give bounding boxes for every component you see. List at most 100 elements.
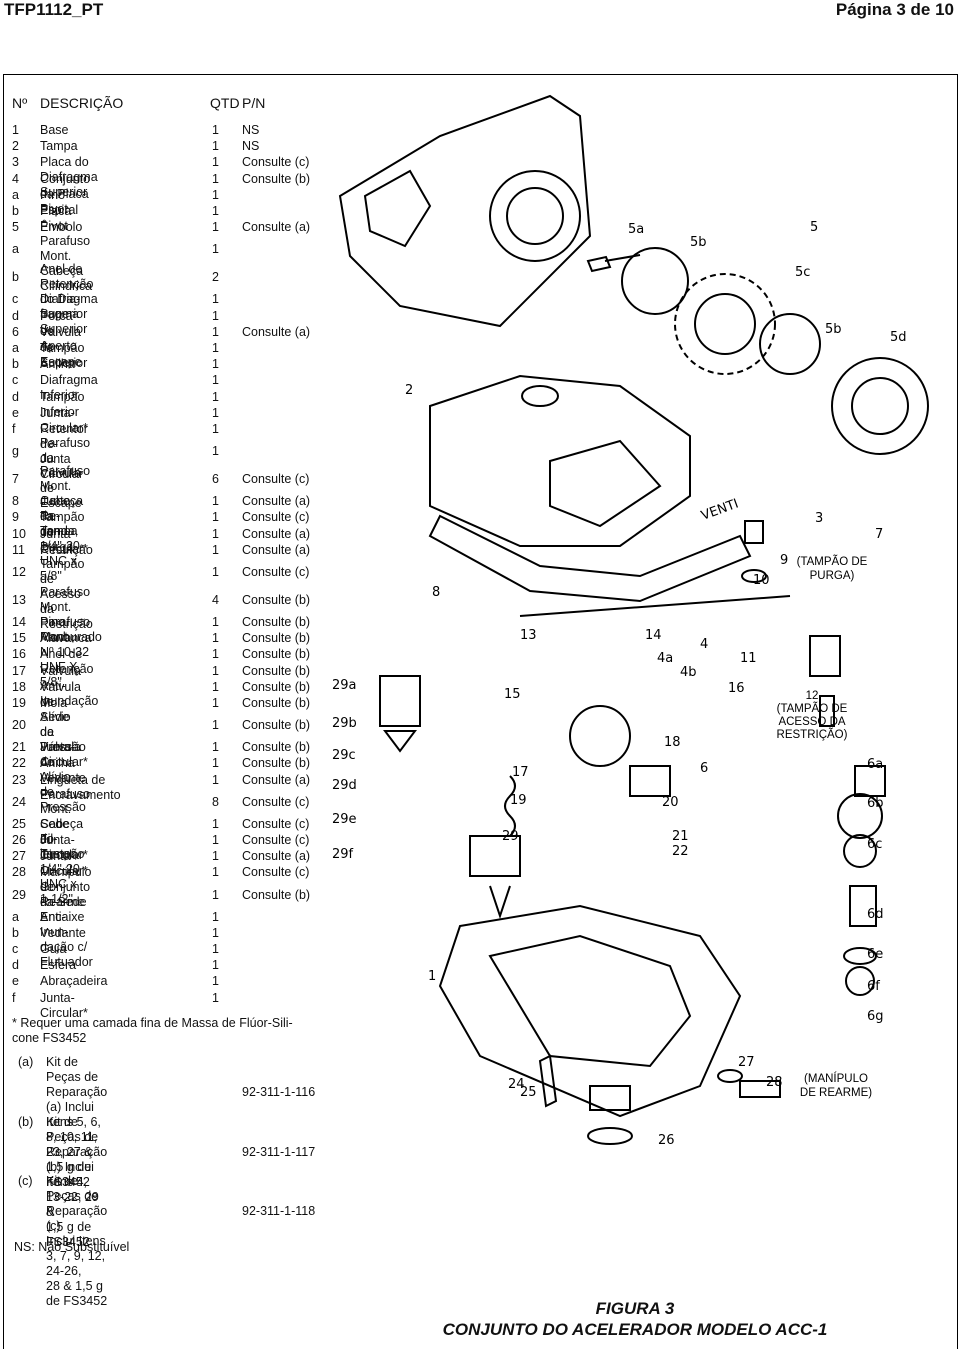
part-number: e xyxy=(12,974,19,989)
part-quantity: 1 xyxy=(212,772,219,787)
page-header: TFP1112_PT Página 3 de 10 xyxy=(0,0,960,24)
part-number: b xyxy=(12,270,19,285)
part-quantity: 1 xyxy=(212,833,219,847)
part-quantity: 1 xyxy=(212,357,219,372)
part-description: Lingueta de Encravamento xyxy=(40,772,121,802)
kit-code: 92-311-1-117 xyxy=(242,1145,316,1159)
svg-text:22: 22 xyxy=(672,844,689,859)
part-quantity: 1 xyxy=(212,756,219,771)
part-description: Anilha Vedante xyxy=(40,756,86,786)
svg-text:4b: 4b xyxy=(680,665,697,680)
part-number: 9 xyxy=(12,510,19,525)
svg-text:28: 28 xyxy=(766,1075,783,1090)
svg-text:VENTI: VENTI xyxy=(699,496,740,523)
part-quantity: 1 xyxy=(212,663,219,678)
part-description: Parafuso Mont. Cabeça Re- donda, 1/4"-20… xyxy=(40,464,91,584)
svg-text:6d: 6d xyxy=(867,907,884,922)
part-description: Sede da Válvula de Alívio de Pressão xyxy=(40,710,86,815)
svg-text:6a: 6a xyxy=(867,757,883,772)
kit-tag: (c) xyxy=(18,1174,33,1188)
svg-text:19: 19 xyxy=(510,793,527,808)
part-number: f xyxy=(12,422,16,436)
part-description: Tampão Inferior xyxy=(40,389,85,419)
col-num: Nº xyxy=(12,95,28,111)
content-frame xyxy=(3,74,958,1349)
part-description: Junta da Tampa xyxy=(40,494,78,539)
part-quantity: 1 xyxy=(212,631,219,646)
part-quantity: 1 xyxy=(212,718,219,733)
part-number: 20 xyxy=(12,718,26,733)
part-reference: Consulte (c) xyxy=(242,565,310,579)
svg-text:29a: 29a xyxy=(332,678,357,693)
part-description: Diafragma Superior xyxy=(40,292,98,322)
kit-code: 92-311-1-116 xyxy=(242,1085,316,1099)
part-quantity: 1 xyxy=(212,422,219,436)
part-quantity: 1 xyxy=(212,242,219,257)
part-description: Retentor de-Junta Circular xyxy=(40,422,88,481)
part-quantity: 1 xyxy=(212,155,219,170)
part-reference: Consulte (c) xyxy=(242,155,310,170)
part-quantity: 1 xyxy=(212,974,219,989)
part-number: 17 xyxy=(12,663,26,678)
part-quantity: 1 xyxy=(212,204,219,218)
part-quantity: 1 xyxy=(212,341,219,355)
part-quantity: 1 xyxy=(212,740,219,755)
kit-description: Kit de Peças de Reparação (c) Inclui Ite… xyxy=(46,1174,108,1308)
part-description: Abraçadeira xyxy=(40,974,108,989)
part-number: 12 xyxy=(12,565,26,579)
svg-text:5a: 5a xyxy=(628,222,644,237)
part-quantity: 1 xyxy=(212,958,219,973)
part-number: 21 xyxy=(12,740,26,755)
part-reference: Consulte (b) xyxy=(242,647,311,662)
col-desc: DESCRIÇÃO xyxy=(40,95,124,111)
part-quantity: 4 xyxy=(212,593,219,607)
part-description: Junta-Circular* xyxy=(40,526,88,556)
part-description: Junta-Circular* xyxy=(40,849,88,879)
part-number: a xyxy=(12,187,19,202)
svg-text:6: 6 xyxy=(700,761,708,776)
part-number: 26 xyxy=(12,833,26,847)
footnote: * Requer uma camada fina de Massa de Flú… xyxy=(12,1016,293,1045)
part-reference: Consulte (a) xyxy=(242,542,311,557)
svg-text:6f: 6f xyxy=(867,979,880,994)
svg-text:6e: 6e xyxy=(867,947,883,962)
part-number: c xyxy=(12,373,19,388)
svg-text:6b: 6b xyxy=(867,796,884,811)
part-reference: Consulte (c) xyxy=(242,794,310,809)
svg-text:17: 17 xyxy=(512,765,529,780)
part-number: b xyxy=(12,357,19,372)
svg-text:29f: 29f xyxy=(332,847,354,862)
part-description: Válvula de Alívio de Pressão xyxy=(40,679,86,754)
part-reference: Consulte (a) xyxy=(242,772,311,787)
part-quantity: 1 xyxy=(212,308,219,323)
part-description: Restrição xyxy=(40,542,93,557)
kit-code: 92-311-1-118 xyxy=(242,1204,316,1218)
svg-text:5d: 5d xyxy=(890,330,907,345)
svg-text:4a: 4a xyxy=(657,651,673,666)
part-reference: Consulte (b) xyxy=(242,679,311,694)
part-quantity: 1 xyxy=(212,849,219,864)
part-quantity: 1 xyxy=(212,187,219,202)
svg-text:4: 4 xyxy=(700,637,708,652)
part-quantity: 1 xyxy=(212,909,219,924)
part-reference: Consulte (b) xyxy=(242,663,311,678)
part-quantity: 1 xyxy=(212,123,219,137)
part-number: 1 xyxy=(12,123,19,137)
part-description: Junta-Circular* xyxy=(40,833,88,862)
kit-tag: (b) xyxy=(18,1115,34,1129)
part-description: Parafuso Mont. Cabeça Cilíndrica xyxy=(40,234,93,294)
page-number: Página 3 de 10 xyxy=(835,0,954,19)
part-description: Esfera xyxy=(40,958,77,973)
part-description: Vedante xyxy=(40,925,86,940)
part-number: 3 xyxy=(12,155,19,170)
part-number: 28 xyxy=(12,865,26,880)
part-quantity: 8 xyxy=(212,794,219,809)
part-description: Manípulo de Rearme xyxy=(40,865,92,910)
part-number: c xyxy=(12,942,19,956)
part-number: 7 xyxy=(12,472,19,487)
part-quantity: 1 xyxy=(212,990,219,1005)
part-quantity: 1 xyxy=(212,816,219,831)
part-reference: Consulte (b) xyxy=(242,756,311,771)
ns-note: NS: Não Substituível xyxy=(14,1240,130,1254)
part-description: Pino Ranhurado xyxy=(40,615,102,644)
